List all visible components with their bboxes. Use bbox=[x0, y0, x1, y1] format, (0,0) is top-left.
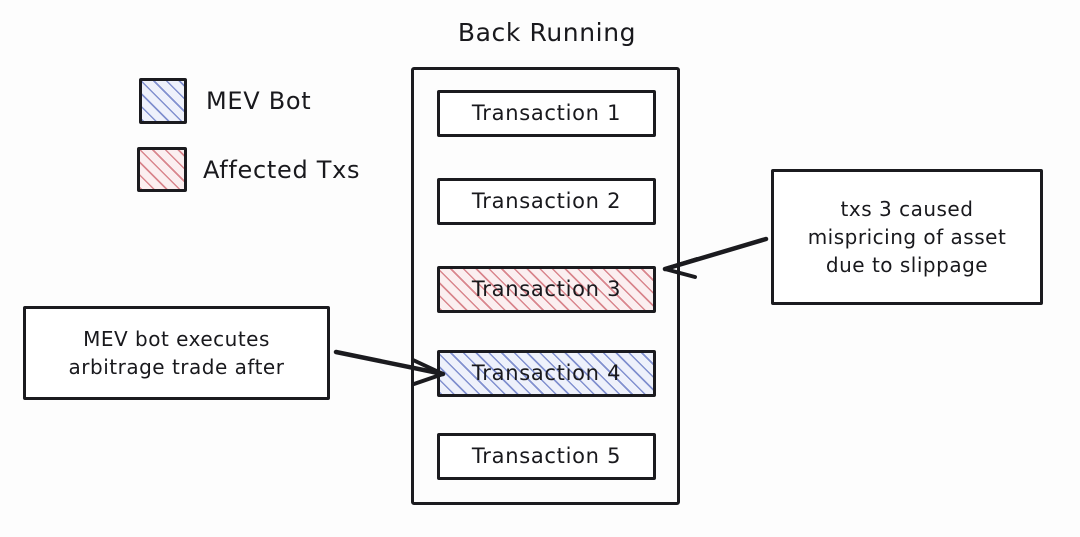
transaction-label-3: Transaction 3 bbox=[471, 277, 622, 301]
annotation-right-line-1: txs 3 caused bbox=[840, 197, 974, 221]
red-hatch-swatch bbox=[137, 147, 187, 192]
legend-label-mev-bot: MEV Bot bbox=[206, 87, 312, 115]
transaction-label-5: Transaction 5 bbox=[471, 444, 622, 468]
transaction-label-4: Transaction 4 bbox=[471, 361, 622, 385]
annotation-left-line-2: arbitrage trade after bbox=[68, 355, 285, 379]
transaction-box-1[interactable]: Transaction 1 bbox=[437, 90, 656, 137]
block-container bbox=[411, 67, 680, 505]
legend-label-affected-txs: Affected Txs bbox=[203, 155, 361, 184]
annotation-right: txs 3 caused mispricing of asset due to … bbox=[771, 169, 1043, 305]
transaction-label-2: Transaction 2 bbox=[471, 189, 622, 213]
transaction-box-5[interactable]: Transaction 5 bbox=[437, 433, 656, 480]
transaction-box-2[interactable]: Transaction 2 bbox=[437, 178, 656, 225]
annotation-left: MEV bot executes arbitrage trade after bbox=[23, 306, 330, 400]
annotation-right-line-2: mispricing of asset bbox=[807, 225, 1007, 249]
legend-item-affected-txs: Affected Txs bbox=[137, 147, 360, 192]
transaction-box-4[interactable]: Transaction 4 bbox=[437, 350, 656, 397]
transaction-label-1: Transaction 1 bbox=[471, 101, 622, 125]
annotation-right-line-3: due to slippage bbox=[825, 253, 989, 277]
arrow-right-to-tx3 bbox=[662, 236, 769, 279]
legend-item-mev-bot: MEV Bot bbox=[139, 78, 311, 124]
transaction-box-3[interactable]: Transaction 3 bbox=[437, 266, 656, 313]
blue-hatch-swatch bbox=[139, 78, 187, 124]
annotation-left-line-1: MEV bot executes bbox=[83, 327, 270, 351]
page-title: Back Running bbox=[457, 18, 637, 47]
